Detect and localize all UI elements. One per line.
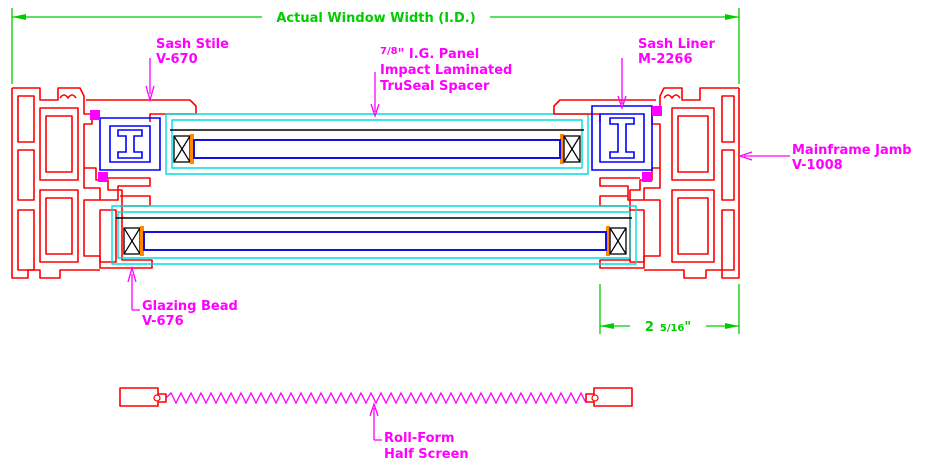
right-mainframe-jamb [553,87,740,279]
left-mainframe-jamb [11,87,197,279]
left-sash-stile [90,110,161,182]
svg-text:Half Screen: Half Screen [384,447,469,462]
lower-ig-panel [111,205,637,265]
svg-text:Mainframe Jamb: Mainframe Jamb [792,143,912,158]
upper-ig-panel [165,113,589,175]
svg-text:Sash Stile: Sash Stile [156,37,229,52]
callout-sash-stile: Sash Stile V-670 [156,37,229,67]
callout-mainframe-jamb: Mainframe Jamb V-1008 [792,143,912,173]
callout-ig-panel: 7/8" I.G. Panel Impact Laminated TruSeal… [380,46,512,94]
svg-text:TruSeal Spacer: TruSeal Spacer [380,79,490,94]
svg-text:V-1008: V-1008 [792,158,843,173]
half-screen [119,387,633,407]
svg-text:Impact Laminated: Impact Laminated [380,63,512,78]
svg-text:7/8" I.G. Panel: 7/8" I.G. Panel [380,46,479,62]
callout-half-screen: Roll-Form Half Screen [374,431,469,462]
svg-text:Roll-Form: Roll-Form [384,431,455,446]
callout-glazing-bead: Glazing Bead V-676 [132,299,238,329]
callout-leaders [127,58,790,440]
svg-text:Sash Liner: Sash Liner [638,37,715,52]
callout-sash-liner: Sash Liner M-2266 [638,37,715,67]
right-sash-liner [591,105,662,182]
svg-text:Glazing Bead: Glazing Bead [142,299,238,314]
svg-text:V-670: V-670 [156,52,198,67]
width-dimension-label: Actual Window Width (I.D.) [276,11,475,26]
svg-text:V-676: V-676 [142,314,184,329]
svg-text:M-2266: M-2266 [638,52,693,67]
width-dimension: Actual Window Width (I.D.) [11,8,740,84]
